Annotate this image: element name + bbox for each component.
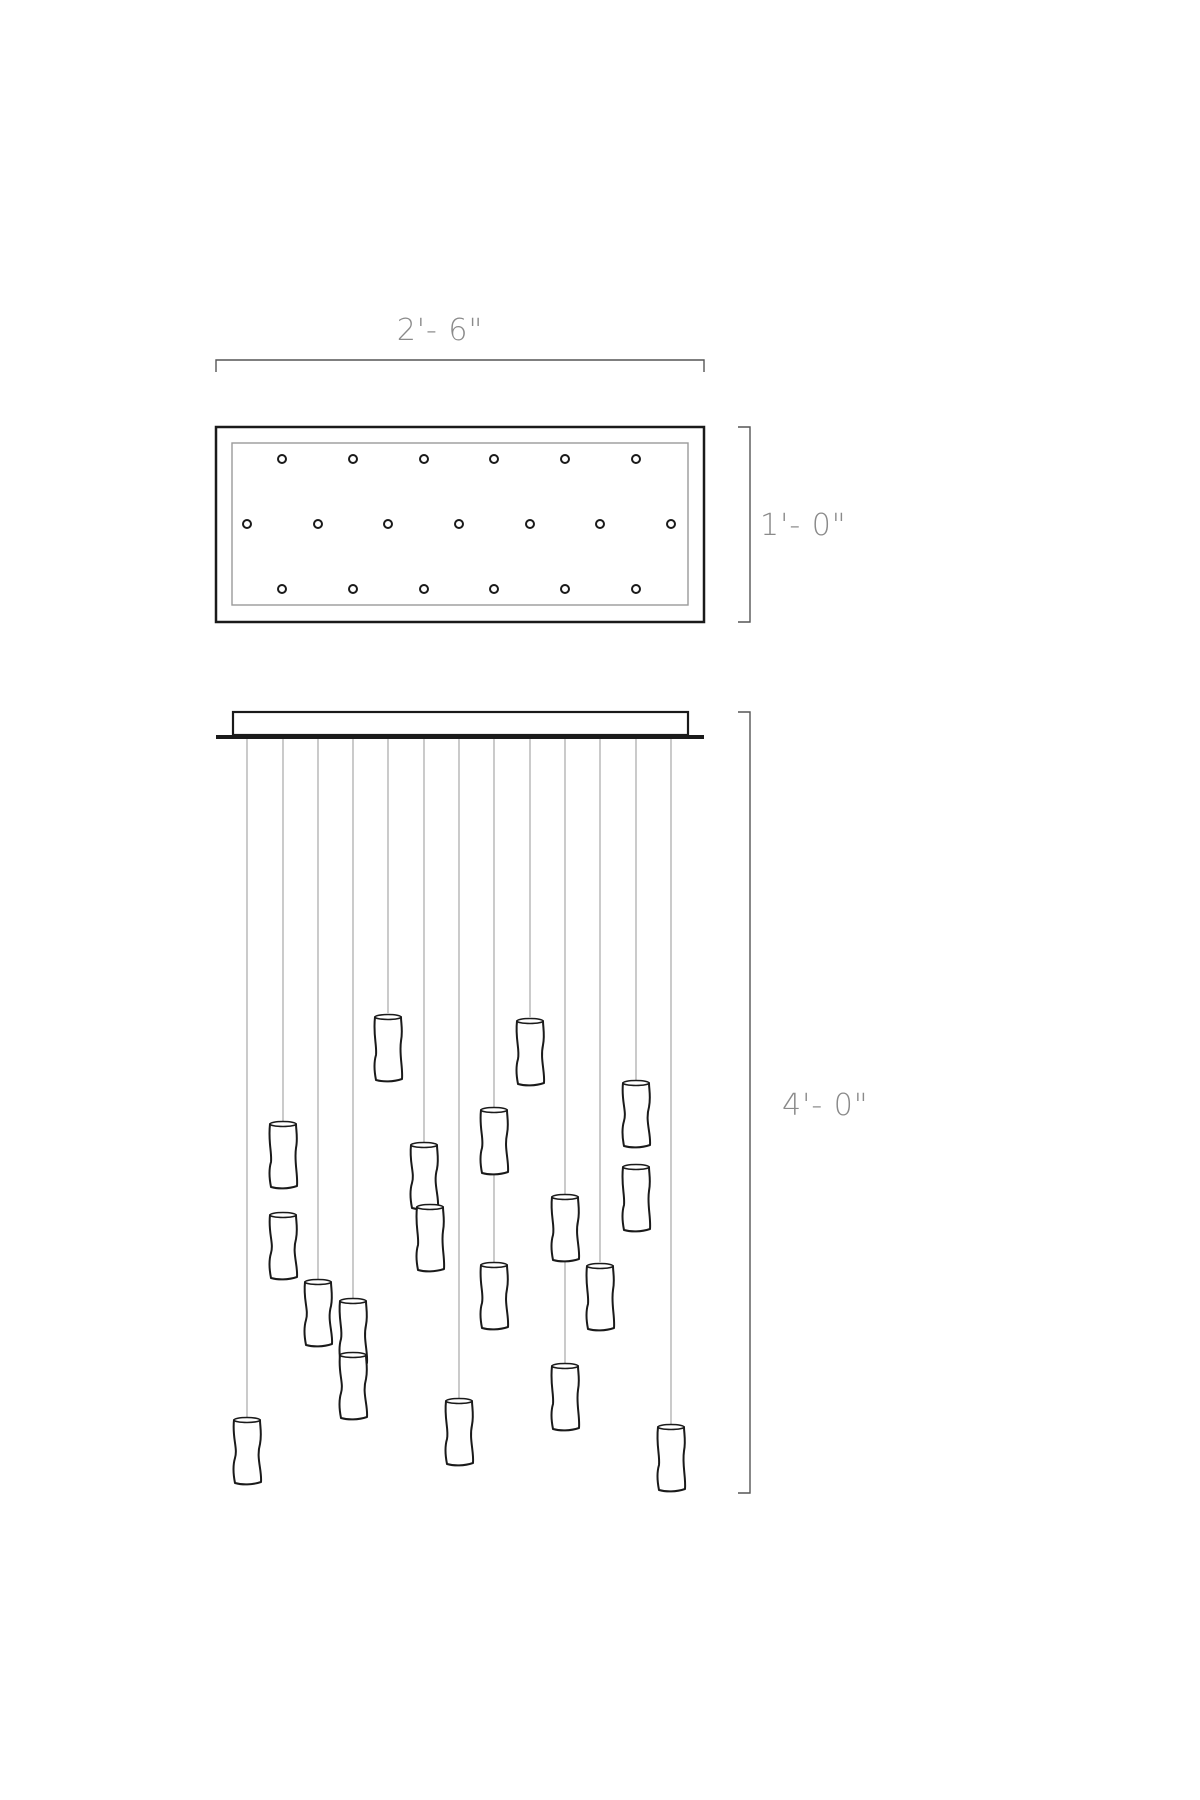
canopy-top-view bbox=[214, 425, 706, 624]
canopy-hole bbox=[277, 454, 287, 464]
canopy-plate bbox=[216, 735, 704, 739]
width-dimension-label: 2'- 6" bbox=[397, 313, 484, 348]
canopy-hole bbox=[525, 519, 535, 529]
pendant-glass bbox=[621, 1079, 652, 1149]
canopy-hole bbox=[419, 584, 429, 594]
depth-dimension-line bbox=[738, 426, 751, 623]
pendant-glass bbox=[550, 1362, 581, 1432]
pendants bbox=[232, 1013, 687, 1493]
pendant-glass bbox=[303, 1278, 334, 1348]
canopy-hole bbox=[666, 519, 676, 529]
canopy-outline bbox=[214, 425, 706, 624]
depth-dimension-label: 1'- 0" bbox=[760, 508, 847, 543]
pendant-glass bbox=[444, 1397, 475, 1467]
canopy-hole bbox=[560, 454, 570, 464]
canopy-hole bbox=[489, 584, 499, 594]
height-dimension-label: 4'- 0" bbox=[782, 1088, 869, 1123]
pendant-glass bbox=[338, 1351, 369, 1421]
pendant-glass bbox=[656, 1423, 687, 1493]
height-dimension-line bbox=[738, 711, 751, 1494]
canopy-hole bbox=[242, 519, 252, 529]
canopy-inner-outline bbox=[231, 442, 689, 606]
pendant-glass bbox=[479, 1106, 510, 1176]
pendant-glass bbox=[409, 1141, 440, 1211]
canopy-hole bbox=[489, 454, 499, 464]
pendant-glass bbox=[621, 1163, 652, 1233]
pendant-glass bbox=[585, 1262, 616, 1332]
canopy-hole bbox=[454, 519, 464, 529]
canopy-holes bbox=[242, 454, 676, 594]
pendant-glass bbox=[232, 1416, 263, 1486]
canopy-hole bbox=[560, 584, 570, 594]
pendant-glass bbox=[373, 1013, 404, 1083]
canopy-hole bbox=[313, 519, 323, 529]
canopy-hole bbox=[631, 454, 641, 464]
pendant-glass bbox=[268, 1211, 299, 1281]
width-dimension-line bbox=[215, 359, 705, 372]
pendant-glass bbox=[515, 1017, 546, 1087]
height-dimension: 4'- 0" bbox=[738, 711, 869, 1494]
pendant-glass bbox=[479, 1261, 510, 1331]
canopy-hole bbox=[348, 454, 358, 464]
canopy-hole bbox=[383, 519, 393, 529]
canopy-hole bbox=[419, 454, 429, 464]
pendant-glass bbox=[268, 1120, 299, 1190]
depth-dimension: 1'- 0" bbox=[738, 426, 847, 623]
width-dimension: 2'- 6" bbox=[215, 313, 705, 372]
canopy-hole bbox=[348, 584, 358, 594]
pendant-glass bbox=[550, 1193, 581, 1263]
canopy-box bbox=[231, 710, 690, 737]
pendant-glass bbox=[415, 1203, 446, 1273]
canopy-hole bbox=[595, 519, 605, 529]
canopy-hole bbox=[631, 584, 641, 594]
pendant-glass bbox=[338, 1297, 369, 1367]
canopy-side-view bbox=[216, 710, 704, 739]
canopy-hole bbox=[277, 584, 287, 594]
